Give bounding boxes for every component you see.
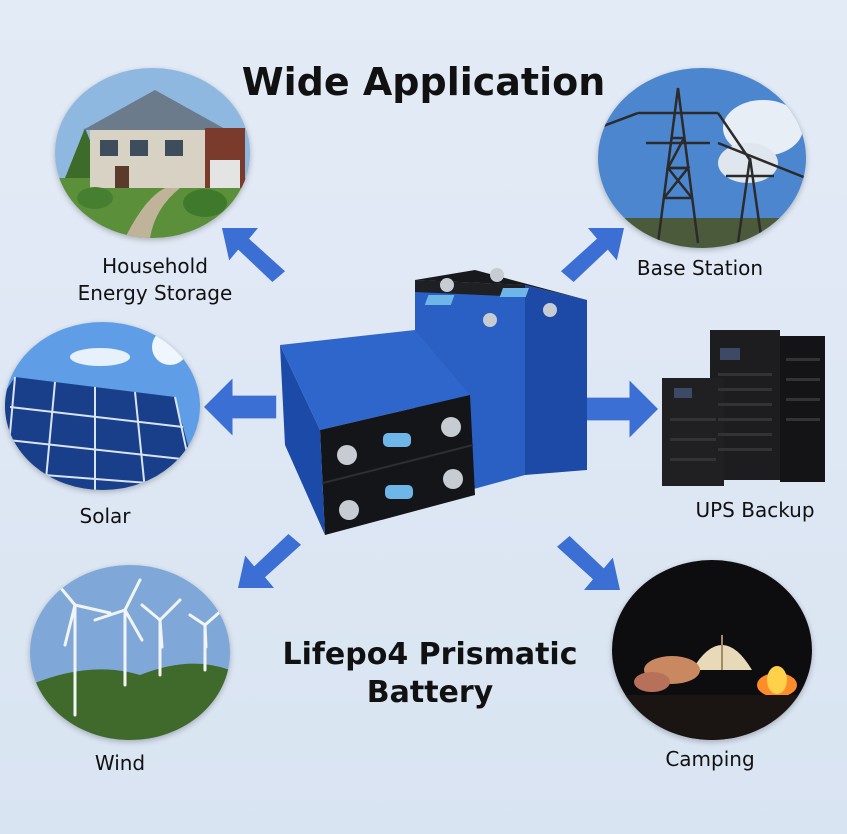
camping-label: Camping bbox=[665, 747, 755, 771]
wind-label: Wind bbox=[94, 751, 146, 775]
camping-image bbox=[612, 560, 812, 740]
household-label: Household Energy Storage bbox=[77, 254, 233, 305]
solar-image bbox=[5, 322, 200, 490]
arrow-icon bbox=[557, 536, 620, 590]
solar-label: Solar bbox=[79, 504, 131, 528]
power-tower-icon bbox=[598, 68, 806, 248]
arrow-icon bbox=[561, 228, 624, 282]
solar-panel-icon bbox=[5, 322, 200, 490]
wind-turbine-icon bbox=[30, 565, 230, 740]
arrow-icon bbox=[585, 380, 658, 438]
camping-tent-icon bbox=[612, 560, 812, 740]
page-title: Wide Application bbox=[241, 60, 606, 104]
arrow-icon bbox=[222, 228, 285, 282]
battery-image bbox=[280, 268, 587, 535]
base-station-image bbox=[598, 68, 806, 248]
ups-image bbox=[660, 328, 830, 488]
household-image bbox=[55, 68, 250, 238]
product-name: Lifepo4 Prismatic Battery bbox=[282, 637, 578, 710]
arrow-icon bbox=[238, 534, 301, 588]
arrow-icon bbox=[204, 378, 277, 436]
ups-label: UPS Backup bbox=[695, 498, 815, 522]
wind-image bbox=[30, 565, 230, 740]
ups-server-icon bbox=[662, 330, 825, 486]
house-icon bbox=[55, 68, 250, 238]
base-station-label: Base Station bbox=[636, 256, 764, 280]
